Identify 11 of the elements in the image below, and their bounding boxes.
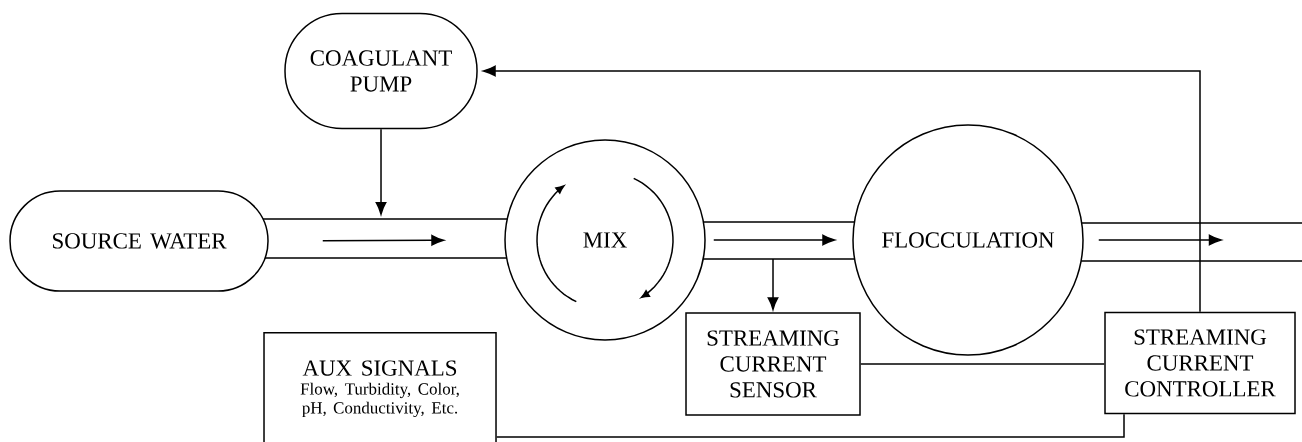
process-box: STREAMING CURRENT CONTROLLER — [1104, 311, 1296, 415]
process-box: AUX SIGNALS Flow, Turbidity, Color, pH, Conductivity, Etc. — [263, 332, 497, 442]
terminal-box: SOURCE WATER — [9, 190, 269, 292]
process-box: STREAMING CURRENT SENSOR — [685, 312, 861, 416]
arrow — [713, 234, 836, 246]
arrow — [767, 258, 779, 311]
terminal-box: COAGULANT PUMP — [284, 12, 478, 130]
arrow — [322, 234, 445, 246]
arrow — [375, 128, 387, 215]
arrow — [482, 65, 1201, 313]
arrow — [1098, 234, 1222, 246]
